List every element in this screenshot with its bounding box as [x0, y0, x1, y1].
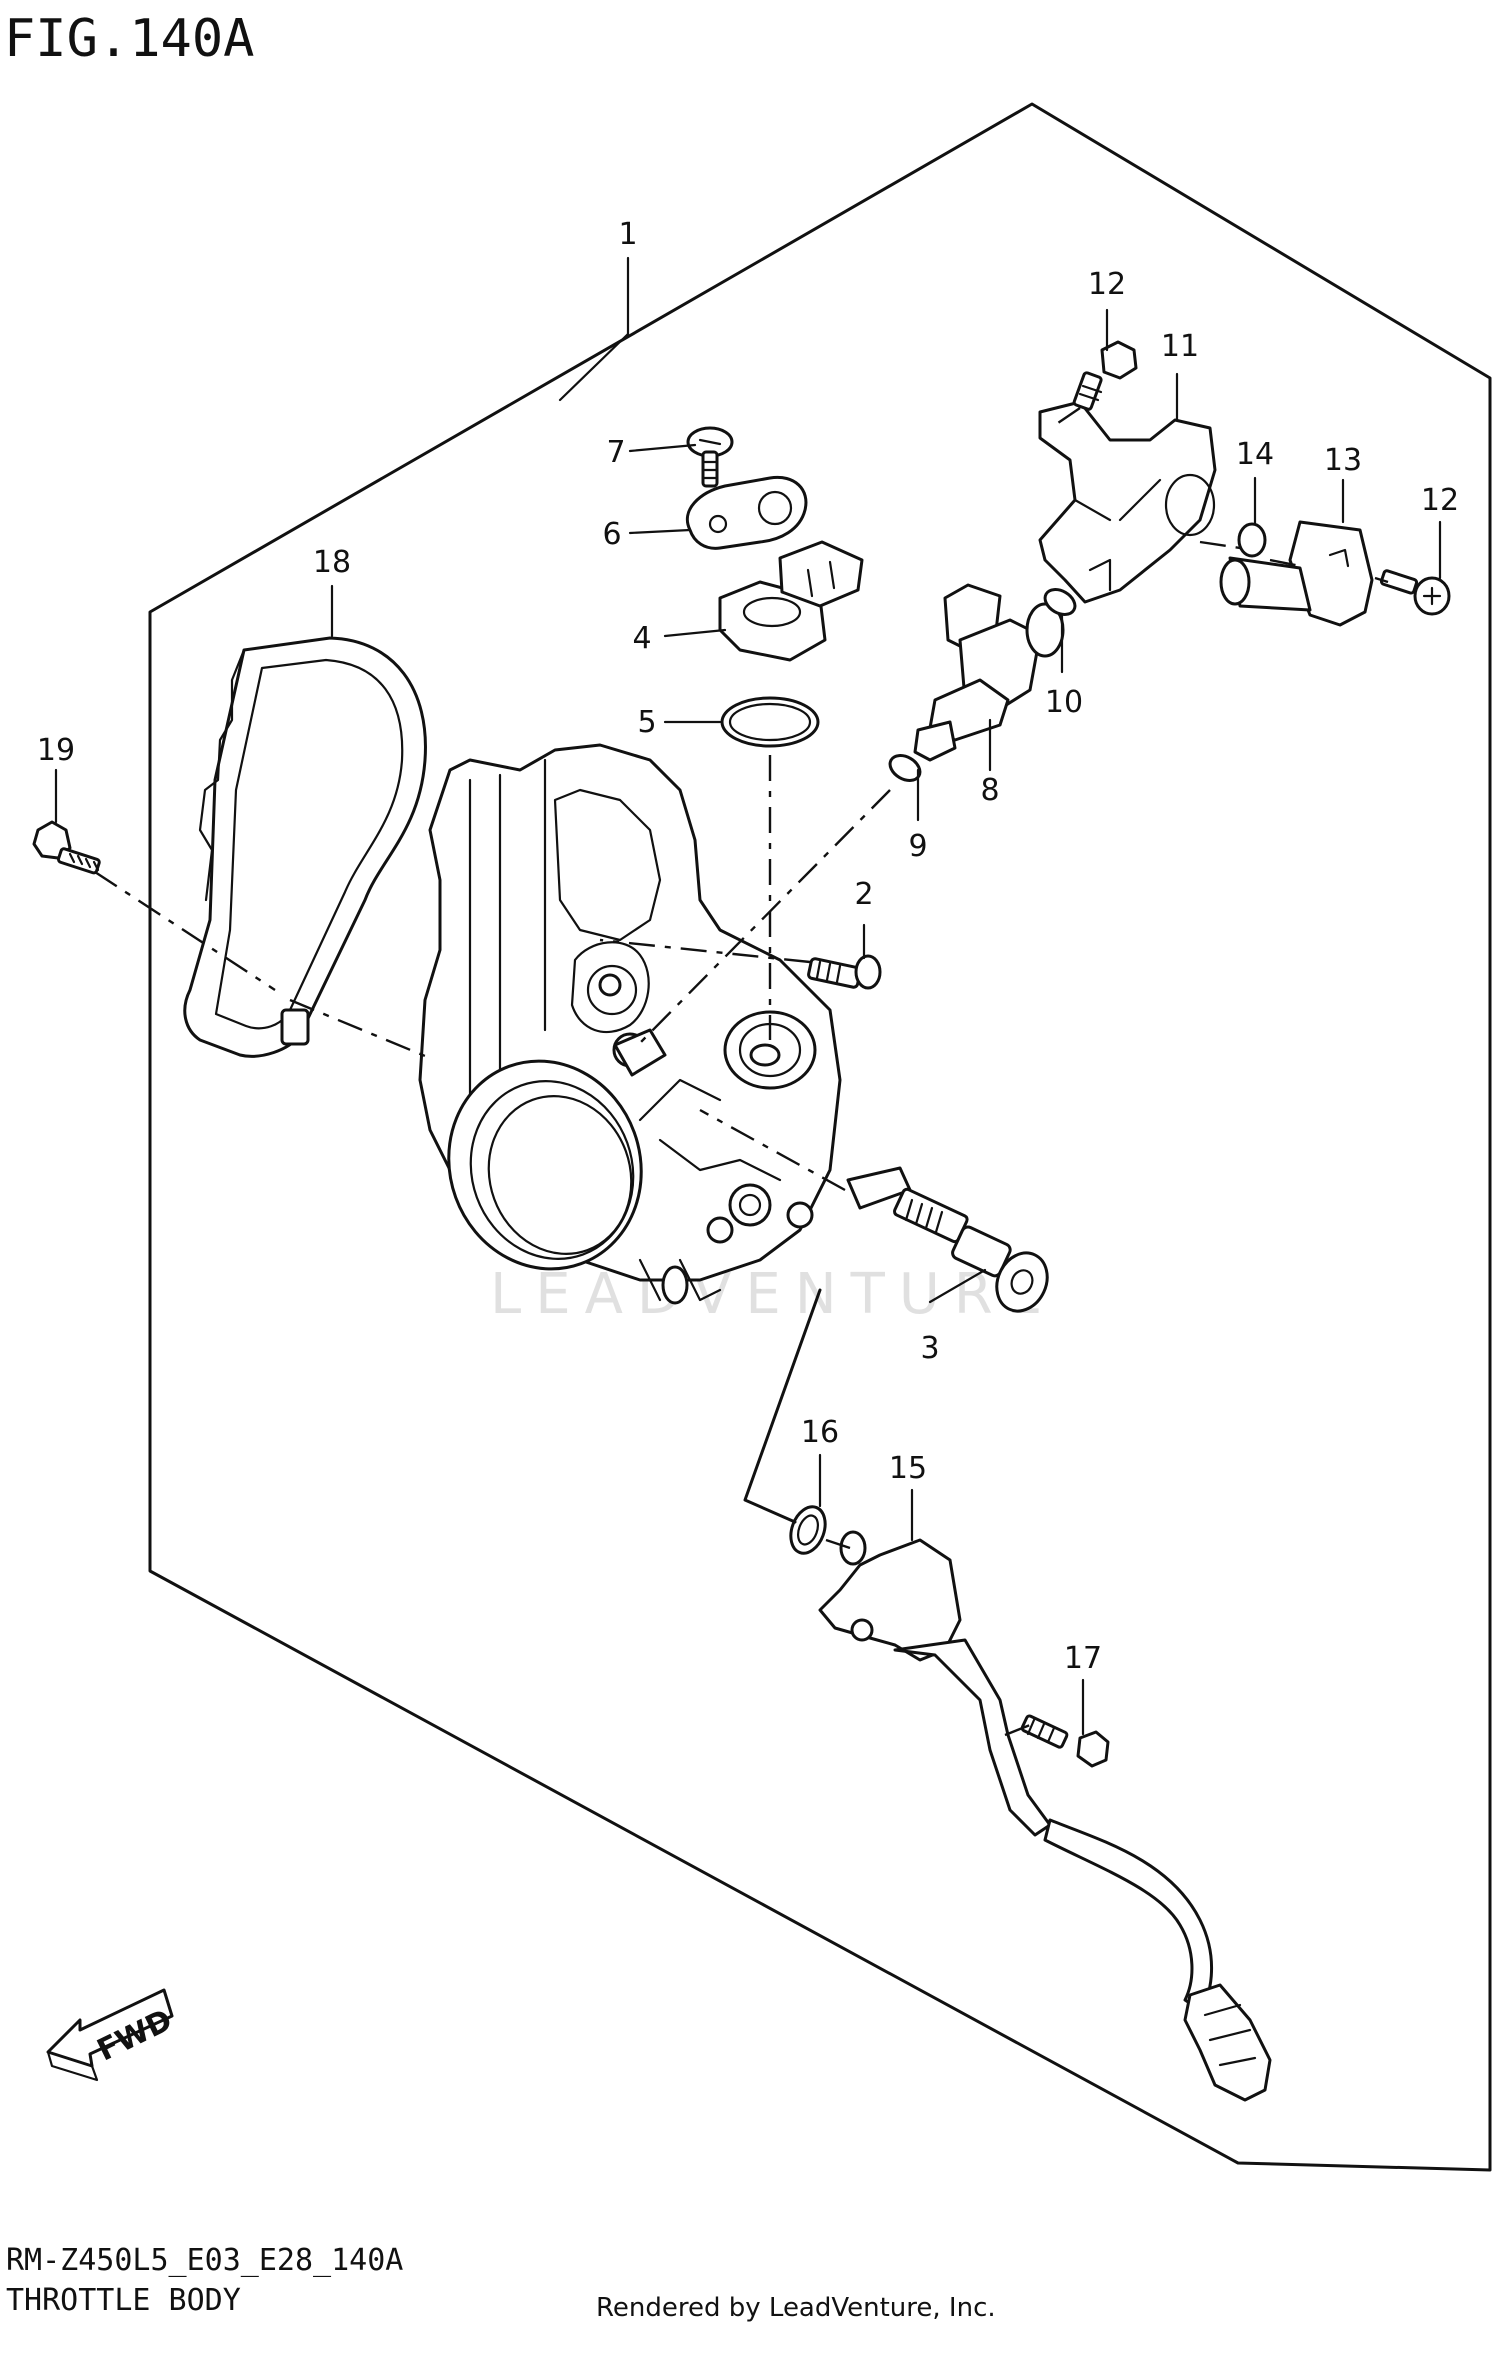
- callout-10: 10: [1045, 685, 1083, 720]
- callout-17: 17: [1064, 1641, 1102, 1676]
- credit-text: Rendered by LeadVenture, Inc.: [596, 2293, 996, 2323]
- callout-labels: 1 2 3 4 5 6 7 8 9 10 11 12 12 13 14 15 1…: [37, 217, 1459, 1676]
- watermark-text: LEADVENTURE: [490, 1262, 1056, 1327]
- callout-1: 1: [618, 217, 637, 252]
- part-12-bolt-upper: [1072, 340, 1138, 411]
- callout-11: 11: [1161, 329, 1199, 364]
- callout-14: 14: [1236, 437, 1274, 472]
- callout-16: 16: [801, 1415, 839, 1450]
- part-13-sensor: [1219, 520, 1374, 627]
- callout-12-upper: 12: [1088, 267, 1126, 302]
- part-17-bolt: [1020, 1714, 1110, 1768]
- callout-7: 7: [606, 435, 625, 470]
- callout-8: 8: [980, 773, 999, 808]
- callout-2: 2: [854, 877, 873, 912]
- part-1-throttle-body: [418, 743, 842, 1305]
- callout-9: 9: [908, 829, 927, 864]
- figure-caption: THROTTLE BODY: [6, 2283, 241, 2318]
- callout-leaders: [54, 256, 1442, 1736]
- part-5-o-ring: [720, 696, 820, 748]
- callout-5: 5: [637, 705, 656, 740]
- callout-19: 19: [37, 733, 75, 768]
- installation-lines: [94, 407, 1389, 1737]
- part-3-adjust-screw: [846, 1166, 1049, 1313]
- part-2-screw: [807, 954, 882, 990]
- part-10-o-ring: [1043, 588, 1077, 616]
- callout-18: 18: [313, 545, 351, 580]
- callout-12-right: 12: [1421, 483, 1459, 518]
- part-19-bolt: [32, 820, 101, 875]
- part-8-injector: [913, 583, 1065, 762]
- model-code: RM-Z450L5_E03_E28_140A: [6, 2243, 403, 2278]
- part-11-bracket: [1038, 400, 1217, 604]
- part-6-plate: [686, 475, 808, 550]
- callout-4: 4: [632, 621, 651, 656]
- callout-3: 3: [920, 1331, 939, 1366]
- part-14-o-ring: [1237, 522, 1267, 558]
- assembly-boundary: [148, 102, 1492, 2172]
- part-7-screw: [686, 426, 734, 488]
- part-4-sensor: [718, 540, 864, 662]
- part-16-o-ring: [789, 1505, 827, 1555]
- callout-6: 6: [602, 517, 621, 552]
- figure-title: FIG.140A: [4, 9, 254, 69]
- fwd-arrow-icon: FWD: [46, 1988, 178, 2082]
- callout-15: 15: [889, 1451, 927, 1486]
- callout-13: 13: [1324, 443, 1362, 478]
- part-12-screw-right: [1379, 569, 1451, 616]
- part-18-cover: [183, 636, 427, 1058]
- part-15-sensor-harness: [818, 1530, 1272, 2102]
